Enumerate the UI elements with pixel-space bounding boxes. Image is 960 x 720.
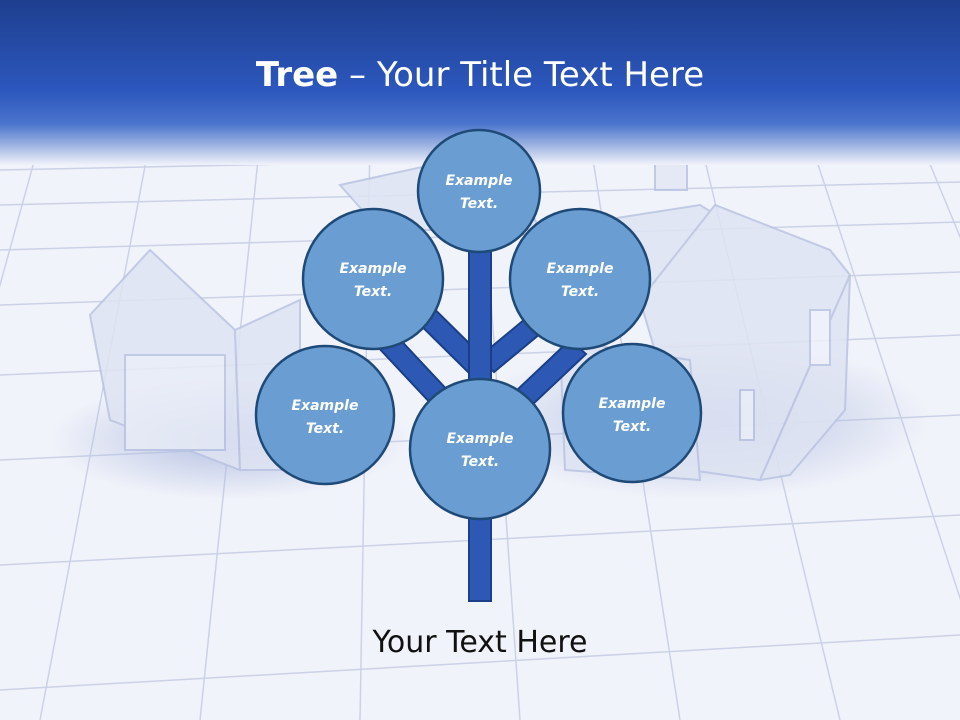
node-label-line2: Text. xyxy=(561,284,599,300)
node-label-line1: Example xyxy=(340,261,407,277)
node-circle xyxy=(301,207,445,351)
node-circle xyxy=(561,342,703,484)
node-upper-left: Example Text. xyxy=(301,207,445,351)
title-bold-word: Tree xyxy=(255,55,339,95)
node-circle xyxy=(254,344,396,486)
node-label-line2: Text. xyxy=(306,421,344,437)
node-label-line2: Text. xyxy=(354,284,392,300)
node-lower-right: Example Text. xyxy=(561,342,703,484)
node-label-line1: Example xyxy=(446,173,513,189)
node-label-line1: Example xyxy=(447,431,514,447)
node-label-line2: Text. xyxy=(460,196,498,212)
node-center: Example Text. xyxy=(408,377,552,521)
title-separator: – xyxy=(338,55,377,95)
node-label-line2: Text. xyxy=(613,419,651,435)
node-upper-right: Example Text. xyxy=(508,207,652,351)
node-label-line1: Example xyxy=(547,261,614,277)
title-text: Your Title Text Here xyxy=(376,55,705,95)
node-label-line2: Text. xyxy=(461,454,499,470)
node-circle xyxy=(508,207,652,351)
tree-nodes: Example Text. Example Text. Example Text… xyxy=(254,128,703,521)
node-circle xyxy=(408,377,552,521)
node-lower-left: Example Text. xyxy=(254,344,396,486)
node-circle xyxy=(416,128,542,254)
footer-text: Your Text Here xyxy=(372,625,588,660)
node-label-line1: Example xyxy=(292,398,359,414)
node-label-line1: Example xyxy=(599,396,666,412)
node-top: Example Text. xyxy=(416,128,542,254)
slide-title: Tree – Your Title Text Here xyxy=(0,52,960,98)
